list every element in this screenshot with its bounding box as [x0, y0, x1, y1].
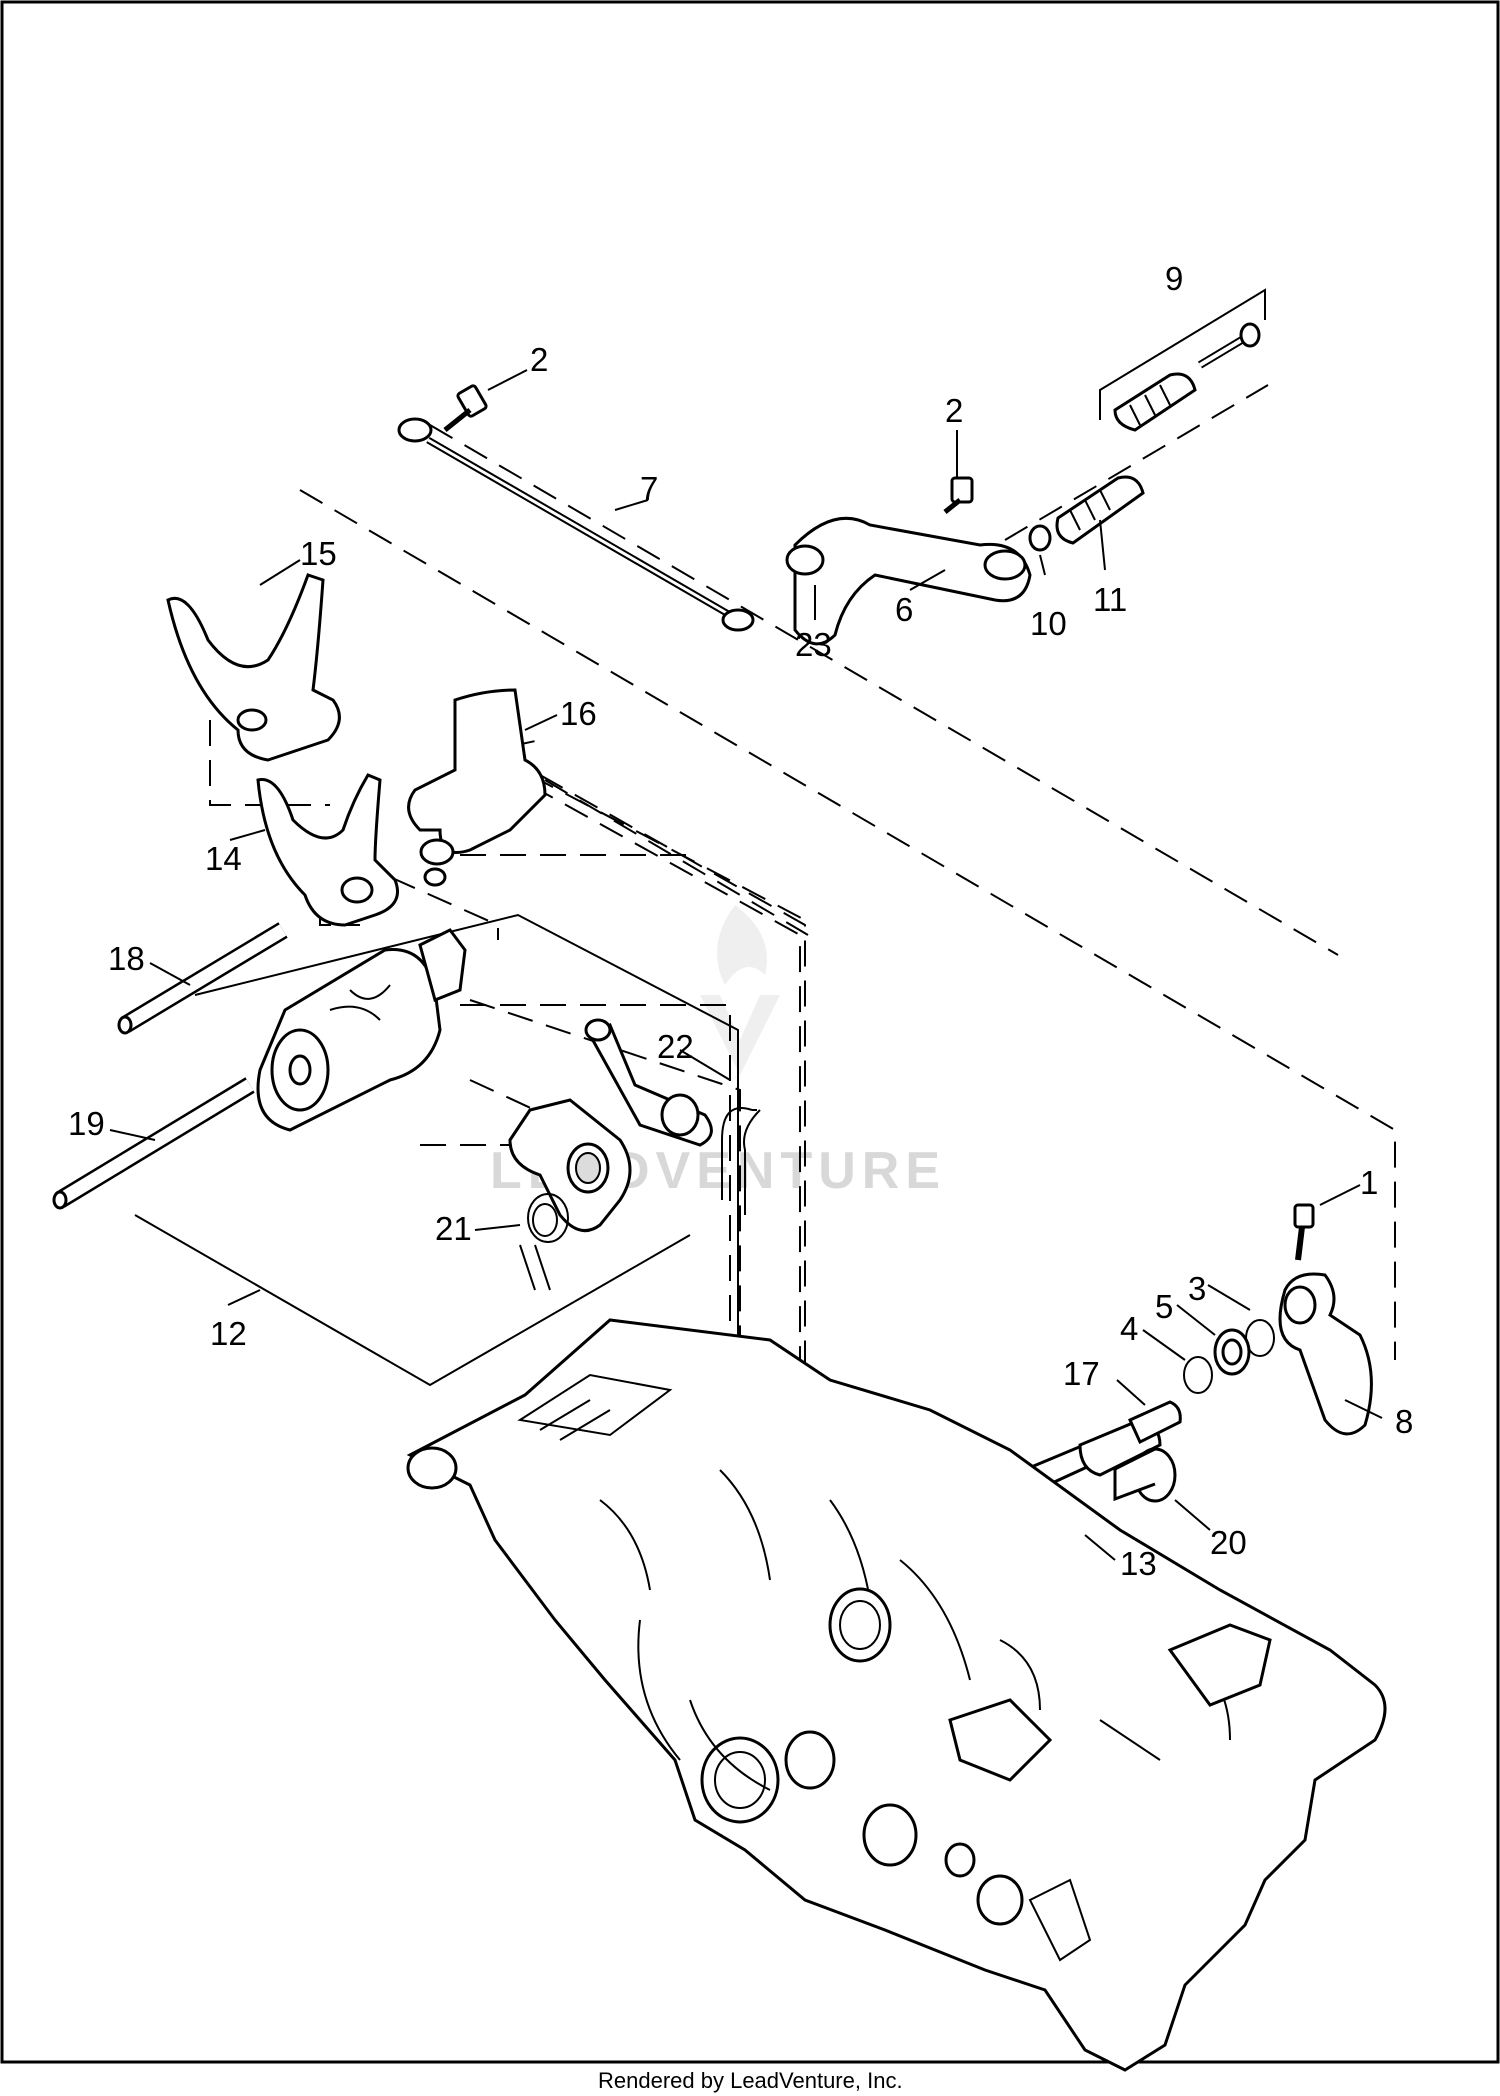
shift-rod [397, 417, 755, 632]
shift-pawl [584, 1018, 713, 1147]
callout-5: 5 [1155, 1288, 1173, 1325]
callout-6: 6 [895, 591, 913, 628]
retaining-ring-4 [1183, 1356, 1213, 1394]
callout-12: 12 [210, 1315, 247, 1352]
shift-fork-15 [166, 573, 341, 762]
screw-upper-left [443, 384, 488, 432]
return-spring-21 [519, 1193, 569, 1291]
callout-11: 11 [1093, 581, 1127, 618]
assembly-9-bracket [1099, 288, 1266, 420]
callout-9: 9 [1165, 260, 1183, 297]
callout-4: 4 [1120, 1310, 1138, 1347]
callout-3: 3 [1188, 1270, 1206, 1307]
shift-boot-lower [1055, 475, 1145, 545]
seal-5 [1213, 1328, 1251, 1376]
fork-shaft-19 [52, 1077, 255, 1210]
bushing-20 [1113, 1447, 1177, 1503]
callout-20: 20 [1210, 1524, 1247, 1561]
assembly-12-bracket [134, 913, 739, 1405]
screw-1 [1293, 1203, 1315, 1261]
footer-credit: Rendered by LeadVenture, Inc. [598, 2068, 903, 2093]
leader-lines [109, 369, 1383, 1561]
callout-7: 7 [640, 470, 658, 507]
callout-23: 23 [795, 626, 832, 663]
screw-upper-middle [943, 476, 974, 514]
shift-drum [256, 928, 467, 1132]
callout-13: 13 [1120, 1545, 1157, 1582]
callout-17: 17 [1063, 1355, 1100, 1392]
shift-lever [785, 516, 1032, 646]
shift-boot-upper [1113, 372, 1197, 432]
washer [1028, 524, 1052, 552]
callout-10: 10 [1030, 605, 1067, 642]
callout-18: 18 [108, 940, 145, 977]
callout-16: 16 [560, 695, 597, 732]
watermark-logo [700, 905, 780, 1075]
pawl-spring-22 [721, 1107, 761, 1215]
shift-fork-14 [256, 773, 399, 927]
shift-shaft-arm [508, 1098, 632, 1233]
callout-15: 15 [300, 535, 337, 572]
callout-1: 1 [1360, 1164, 1378, 1201]
peg-bolt [1197, 322, 1261, 369]
shift-arm-8 [1278, 1272, 1373, 1436]
shift-fork-16 [407, 688, 547, 887]
fork-shaft-18 [117, 922, 288, 1035]
callout-2b: 2 [945, 392, 963, 429]
callout-14: 14 [205, 840, 242, 877]
callout-21: 21 [435, 1210, 472, 1247]
crankcase [406, 1318, 1387, 2072]
callout-19: 19 [68, 1105, 105, 1142]
callout-labels: 1 2 2 3 4 5 6 7 8 9 10 11 12 13 14 15 16… [68, 260, 1413, 1582]
callout-22: 22 [657, 1028, 694, 1065]
callout-2a: 2 [530, 341, 548, 378]
callout-8: 8 [1395, 1403, 1413, 1440]
